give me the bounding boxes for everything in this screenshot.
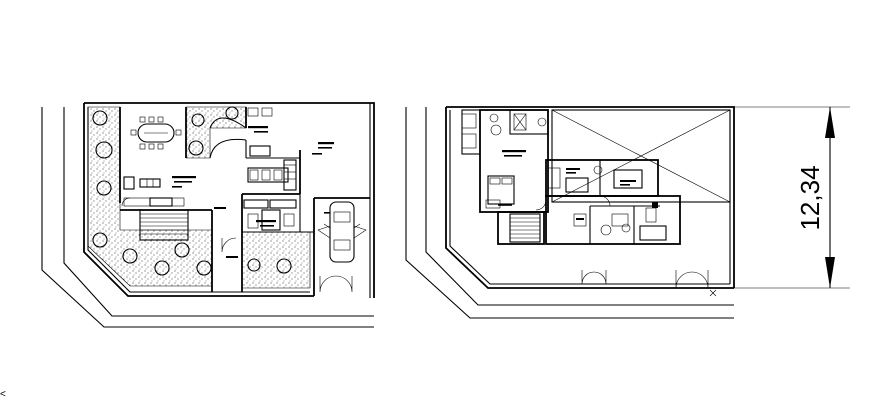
exterior-wall-left xyxy=(83,103,314,297)
doors-ground xyxy=(121,197,353,293)
room-labels-first xyxy=(498,150,658,220)
first-floor-plan xyxy=(405,106,735,319)
garden-area xyxy=(87,106,311,289)
room-labels-ground xyxy=(172,126,334,258)
doors-first xyxy=(535,195,709,289)
exterior-wall-2-left xyxy=(445,107,734,289)
height-dimension: 12,34 xyxy=(734,106,850,289)
car-symbol xyxy=(317,201,367,263)
stair-first xyxy=(509,213,541,243)
dimension-label: 12,34 xyxy=(795,165,825,230)
exterior-wall xyxy=(84,102,375,298)
exterior-wall-2 xyxy=(446,106,735,288)
dining-table xyxy=(130,116,182,150)
open-terrace xyxy=(551,109,731,203)
tree-symbols xyxy=(92,106,292,276)
corner-marker: < xyxy=(0,389,6,400)
site-boundary-outer-2 xyxy=(405,107,734,319)
ground-floor-plan xyxy=(41,102,375,328)
site-boundary-inner-2 xyxy=(425,107,734,306)
living-furniture xyxy=(123,176,173,207)
furniture-first xyxy=(461,113,667,241)
curved-wall xyxy=(209,117,247,129)
site-boundary-outer xyxy=(41,107,374,328)
site-boundary-inner xyxy=(63,107,374,317)
kitchen-fixtures xyxy=(243,107,297,231)
rooms-first-floor xyxy=(461,109,681,245)
